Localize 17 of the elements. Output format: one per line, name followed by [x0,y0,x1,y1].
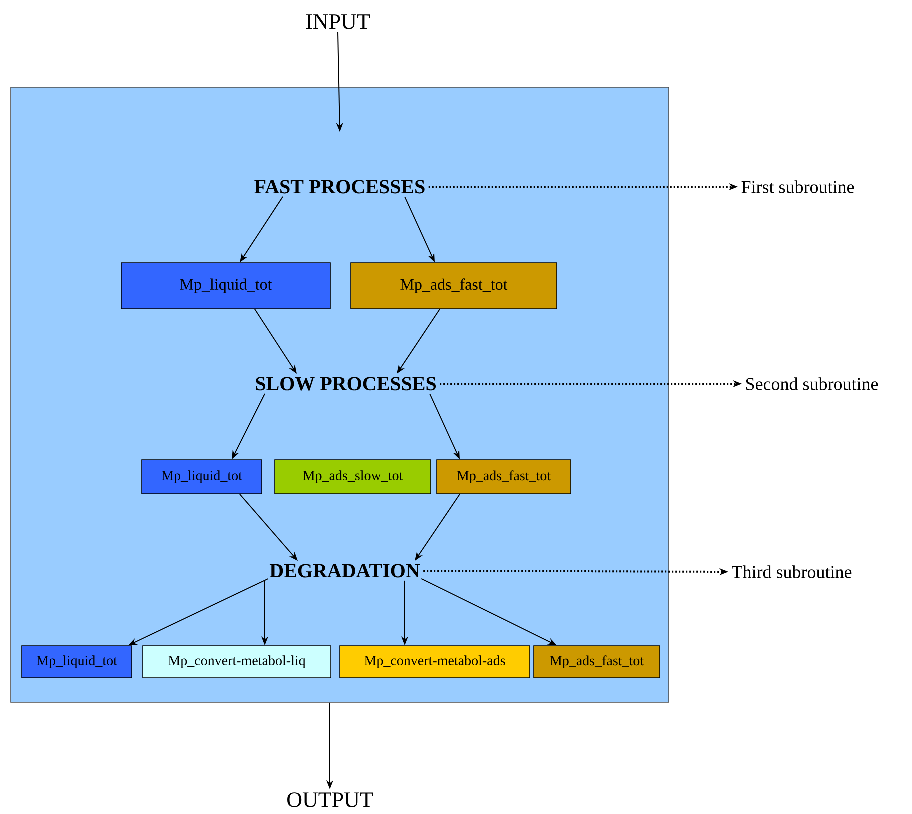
io-label: INPUT [306,14,370,30]
subroutine-label: Second subroutine [746,378,878,390]
variable-box: Mp_ads_fast_tot [350,262,558,310]
variable-box: Mp_convert-metabol-ads [340,646,530,678]
variable-box: Mp_liquid_tot [121,262,331,310]
variable-box: Mp_liquid_tot [142,460,262,494]
variable-box: Mp_ads_fast_tot [436,460,572,494]
subroutine-label: First subroutine [742,180,854,194]
process-heading: FAST PROCESSES [254,180,425,194]
io-label: OUTPUT [288,792,374,808]
process-heading: DEGRADATION [270,564,420,578]
variable-box: Mp_ads_slow_tot [274,460,432,494]
variable-box: Mp_convert-metabol-liq [142,646,332,678]
process-heading: SLOW PROCESSES [256,377,436,391]
variable-box: Mp_liquid_tot [22,646,132,678]
subroutine-label: Third subroutine [732,566,852,578]
variable-box: Mp_ads_fast_tot [534,646,660,678]
